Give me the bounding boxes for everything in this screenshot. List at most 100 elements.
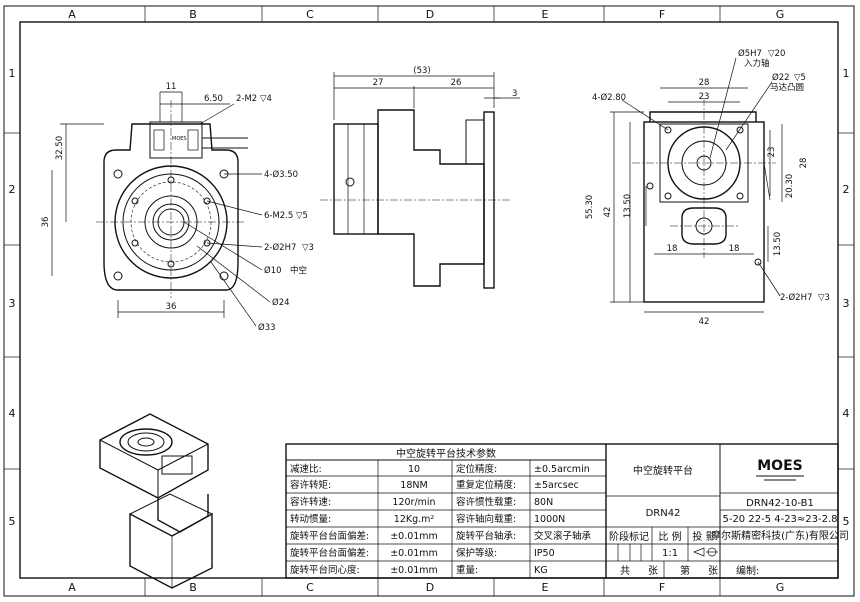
zone-col-a-top: A [68, 8, 76, 21]
zone-col-c-bottom: C [306, 581, 314, 594]
iso-cable-box [161, 455, 193, 475]
total-sheets-label: 张 [648, 565, 658, 577]
front-motor-label: MOES [172, 136, 187, 142]
front-dim-dia-24: Ø24 [272, 297, 290, 308]
front-dim-depth-3: ▽3 [302, 243, 314, 253]
side-dim-53: (53) [413, 66, 430, 76]
logo-swoosh [756, 475, 804, 481]
front-dim-2-m2: 2-M2 [236, 94, 257, 104]
back-dim-55-30: 55.30 [585, 195, 595, 219]
specs-title: 中空旋转平台技术参数 [396, 447, 496, 460]
back-dim-42-vert: 42 [603, 207, 613, 218]
front-body-outline [103, 123, 239, 291]
isometric-view [99, 413, 213, 589]
back-label-input-shaft: 入力轴 [744, 58, 770, 69]
zone-ticks [4, 6, 854, 596]
back-dim-18-left: 18 [667, 244, 678, 254]
spec-v2-row-2: ±5arcsec [534, 480, 579, 491]
front-hole-6 [131, 197, 139, 205]
front-dim-36-vert: 36 [41, 217, 51, 228]
zone-col-g-top: G [776, 8, 785, 21]
stage-mark-label: 阶段标记 [609, 530, 649, 543]
zone-col-e-top: E [542, 8, 549, 21]
zone-row-1-left: 1 [9, 67, 16, 80]
front-dim-32-50: 32.50 [55, 136, 65, 160]
spec-l2-row-2: 重复定位精度: [456, 479, 516, 491]
side-motor [333, 123, 379, 235]
spec-l1-row-6: 旋转平台台面偏差: [290, 547, 369, 559]
back-dim-13-50-left: 13.50 [623, 194, 633, 218]
zone-col-a-bottom: A [68, 581, 76, 594]
front-corner-hole-1 [113, 169, 123, 179]
spec-v2-row-7: KG [534, 565, 548, 576]
spec-l1-row-4: 转动惯量: [290, 513, 331, 525]
front-dim-dia-33: Ø33 [258, 322, 276, 333]
back-dim-depth-3: ▽3 [818, 293, 830, 303]
ratio-label: 比 例 [658, 530, 681, 543]
drawing-date: 5-20 22-5 4-23≈23-2.8 [722, 514, 837, 525]
title-block-frame [285, 443, 839, 579]
spec-l1-row-1: 减速比: [290, 463, 322, 475]
front-dim-hollow-label: 中空 [290, 265, 307, 276]
title-block-right: 中空旋转平台 DRN42 MOES DRN42-10-B1 5-20 22-5 … [606, 444, 849, 578]
spec-v2-row-5: 交叉滚子轴承 [534, 530, 592, 542]
front-dim-hollow-10: Ø10 [264, 265, 282, 276]
front-dim-6-m2-5: 6-M2.5 [264, 211, 293, 221]
back-hole-3 [664, 192, 672, 200]
iso-motor [129, 512, 213, 589]
page-sheets-label: 张 [708, 565, 718, 577]
iso-motor-top [129, 493, 213, 515]
back-dim-18-right: 18 [729, 244, 740, 254]
zone-row-1-right: 1 [843, 67, 850, 80]
back-dim-spigot: Ø22 [772, 72, 790, 83]
back-dim-depth-20: ▽20 [768, 49, 785, 59]
spec-l1-row-5: 旋转平台台面偏差: [290, 530, 369, 542]
back-hole-1 [664, 126, 672, 134]
spec-v1-row-3: 120r/min [392, 497, 435, 508]
inner-frame [19, 21, 839, 579]
iso-top-edges [99, 439, 209, 498]
iso-top-hollow [137, 437, 155, 447]
front-cable [202, 137, 248, 149]
back-dim-28-side: 28 [799, 158, 809, 169]
spec-v1-row-2: 18NM [400, 480, 427, 491]
spec-v2-row-4: 1000N [534, 514, 565, 525]
spec-v1-row-4: 12Kg.m² [394, 514, 435, 525]
zone-col-b-bottom: B [189, 581, 197, 594]
projection-symbol [693, 547, 718, 557]
back-dim-2-pins: 2-Ø2H7 [780, 292, 812, 303]
front-dim-6-50: 6.50 [204, 94, 223, 104]
editor-label: 编制: [736, 564, 759, 577]
zone-row-5-left: 5 [9, 515, 16, 528]
side-gearbox [377, 109, 485, 287]
total-label: 共 [620, 565, 630, 577]
back-dim-28-top: 28 [699, 78, 710, 88]
zone-row-4-left: 4 [9, 407, 16, 420]
zone-row-3-right: 3 [843, 297, 850, 310]
front-connector-1 [153, 129, 165, 151]
iso-top-table [127, 432, 165, 452]
back-dim-input-shaft: Ø5H7 [738, 48, 762, 59]
projection-label: 投 影 [692, 530, 715, 543]
zone-row-3-left: 3 [9, 297, 16, 310]
company-name: 摩尔斯精密科技(广东)有限公司 [711, 529, 849, 542]
back-pin-1 [646, 182, 654, 190]
front-dim-depth-4: ▽4 [260, 94, 272, 104]
spec-l2-row-7: 重量: [456, 564, 478, 576]
front-dim-11: 11 [166, 82, 177, 92]
spec-v2-row-6: IP50 [534, 548, 555, 559]
zone-col-f-bottom: F [659, 581, 665, 594]
front-connector-2 [187, 129, 199, 151]
front-dim-depth-5: ▽5 [296, 211, 308, 221]
back-top-lip [649, 111, 757, 122]
spec-l1-row-3: 容许转速: [290, 496, 331, 508]
front-hole-2 [203, 197, 211, 205]
back-dim-depth-5: ▽5 [794, 73, 806, 83]
back-hole-4 [736, 192, 744, 200]
spec-v1-row-6: ±0.01mm [390, 548, 438, 559]
front-hole-5 [131, 239, 139, 247]
zone-col-c-top: C [306, 8, 314, 21]
back-label-motor-spigot: 马达凸圆 [770, 82, 804, 93]
front-view: MOES [41, 82, 314, 333]
